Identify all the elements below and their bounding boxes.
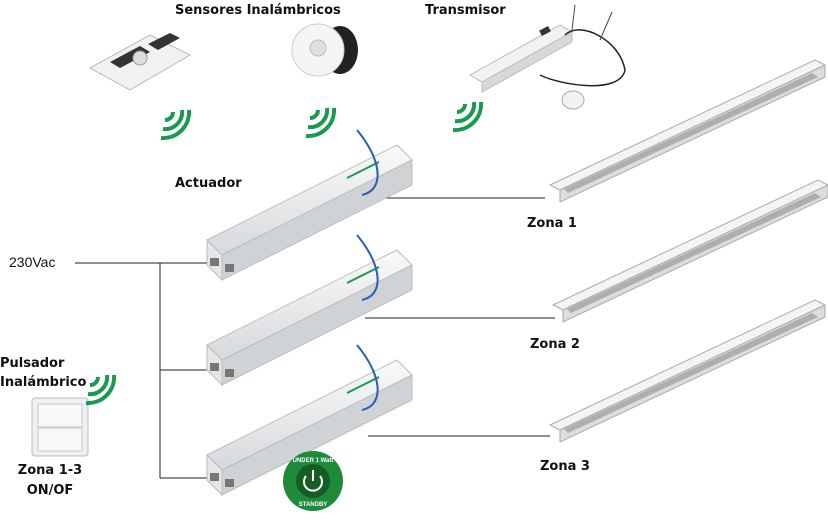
zone-2-label: Zona 2 bbox=[530, 337, 580, 352]
wireless-signal-icon bbox=[159, 108, 192, 141]
wiring bbox=[75, 197, 555, 479]
zone-1-label: Zona 1 bbox=[527, 216, 577, 231]
supply-label: 230Vac bbox=[9, 254, 56, 270]
push-button-label-1: Pulsador bbox=[0, 356, 65, 371]
luminaire-zone-2 bbox=[552, 179, 828, 323]
luminaire-zone-3 bbox=[549, 299, 826, 443]
ceiling-sensor-round bbox=[291, 23, 358, 77]
zone-switch-label-2: ON/OF bbox=[26, 483, 74, 498]
wireless-signal-icon bbox=[451, 100, 484, 133]
wireless-signal-icon bbox=[84, 373, 117, 406]
standby-badge: UNDER 1 Watt STANDBY bbox=[283, 451, 343, 511]
transmitter-label: Transmisor bbox=[425, 3, 506, 18]
power-icon bbox=[303, 475, 323, 492]
zone-switch-label-1: Zona 1-3 bbox=[17, 463, 83, 478]
sensors-label: Sensores Inalámbricos bbox=[175, 3, 341, 18]
wireless-signal-icon bbox=[304, 106, 337, 139]
zone-3-label: Zona 3 bbox=[540, 459, 590, 474]
badge-bottom-text: STANDBY bbox=[299, 502, 328, 508]
badge-top-text: UNDER 1 Watt bbox=[293, 458, 334, 464]
actuator-label: Actuador bbox=[175, 176, 242, 191]
ceiling-sensor-square bbox=[88, 33, 192, 91]
transmitter-device bbox=[468, 4, 626, 110]
push-button-label-2: Inalámbrico bbox=[0, 375, 87, 390]
luminaire-zone-1 bbox=[549, 59, 826, 203]
wireless-push-button bbox=[31, 397, 89, 457]
